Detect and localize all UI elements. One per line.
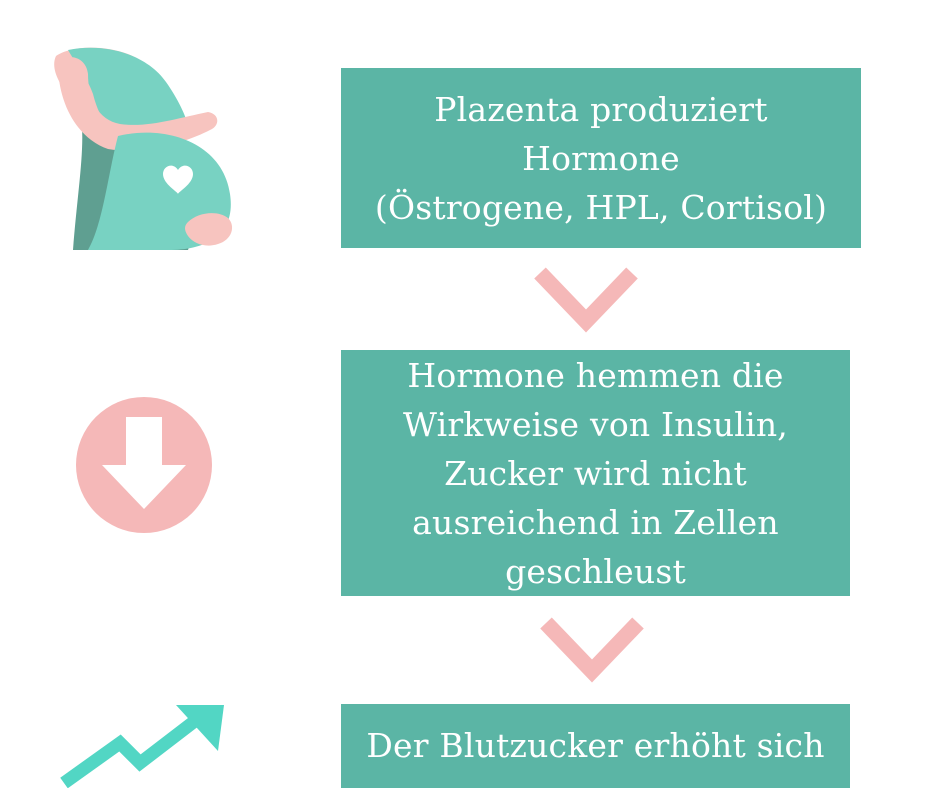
chevron-down-icon	[540, 617, 644, 683]
flow-step-1-text: Plazenta produziert Hormone (Östrogene, …	[374, 89, 828, 227]
flow-step-2-box: Hormone hemmen die Wirkweise von Insulin…	[341, 350, 850, 596]
flow-step-3-text: Der Blutzucker erhöht sich	[366, 726, 825, 765]
flow-step-1-box: Plazenta produziert Hormone (Östrogene, …	[341, 68, 861, 248]
flow-step-3-box: Der Blutzucker erhöht sich	[341, 704, 850, 788]
down-arrow-circle-icon	[76, 397, 212, 533]
flow-step-2-text: Hormone hemmen die Wirkweise von Insulin…	[403, 355, 788, 591]
trend-up-arrow-icon	[60, 705, 224, 788]
chevron-down-icon	[534, 267, 638, 333]
pregnant-woman-icon	[54, 47, 233, 250]
